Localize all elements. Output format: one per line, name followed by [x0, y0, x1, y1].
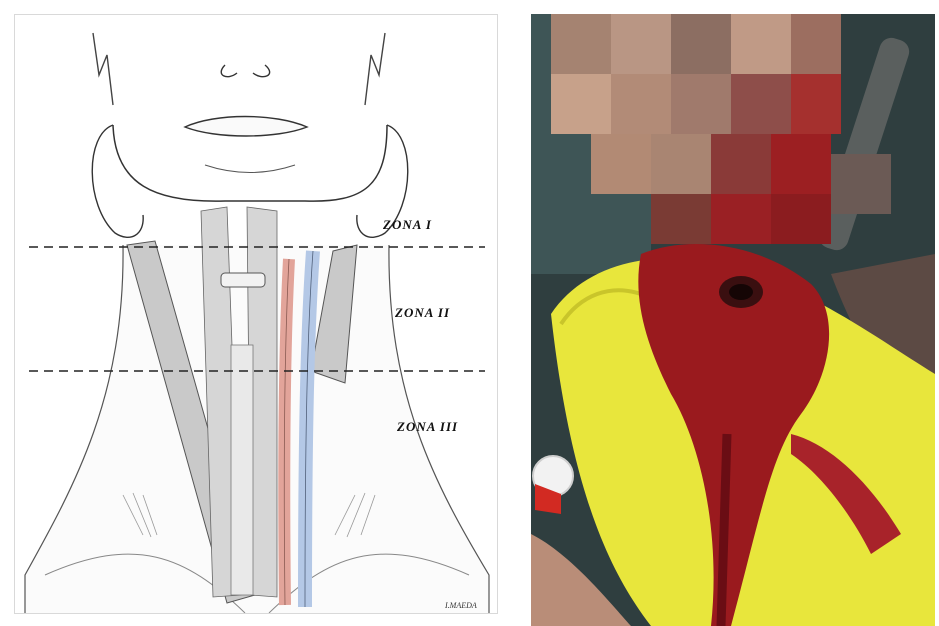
anatomical-diagram: ZONA I ZONA II ZONA III I.MAEDA: [14, 14, 498, 614]
zone-1-label: ZONA I: [383, 217, 432, 233]
clinical-photo: [531, 14, 935, 626]
nose: [221, 65, 269, 77]
trachea: [231, 345, 253, 595]
lips: [185, 117, 307, 137]
wound-photo-illustration: [531, 14, 935, 626]
artist-signature: I.MAEDA: [445, 601, 477, 610]
hyoid-bone: [221, 273, 265, 287]
hair-left: [93, 33, 113, 105]
drainage-tube: [721, 434, 727, 626]
hair-right: [365, 33, 385, 105]
wound-cavity: [729, 284, 753, 300]
chin-line: [205, 165, 295, 173]
zone-3-label: ZONA III: [397, 419, 458, 435]
zone-2-label: ZONA II: [395, 305, 450, 321]
